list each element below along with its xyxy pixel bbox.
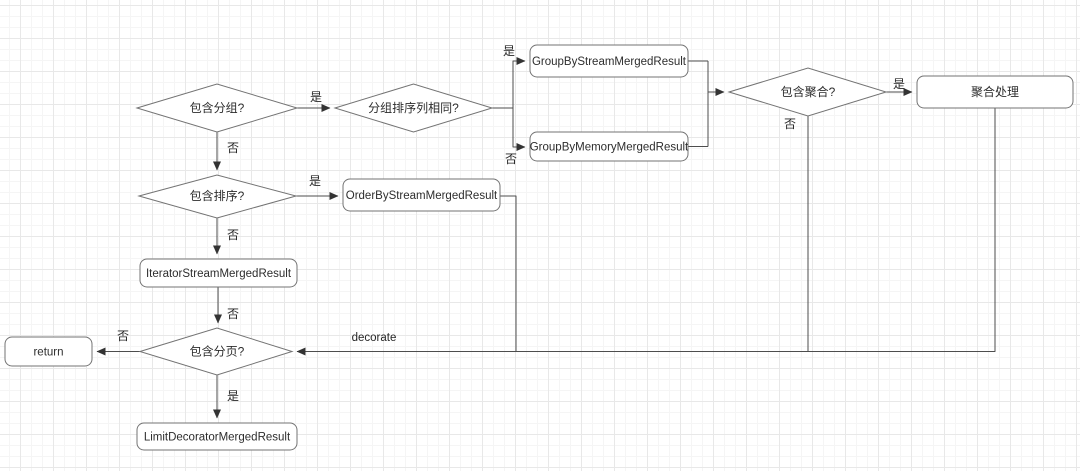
- process-shape: [529, 44, 689, 78]
- node-aggregation-process: 聚合处理: [916, 75, 1074, 109]
- node-contains-pagination: 包含分页?: [138, 327, 294, 376]
- node-label: 聚合处理: [971, 84, 1019, 99]
- process-shape: [4, 336, 93, 367]
- node-return: return: [4, 336, 93, 367]
- process-shape: [916, 75, 1074, 109]
- node-group-by-stream: GroupByStreamMergedResult: [529, 44, 689, 78]
- decision-shape: [727, 67, 888, 117]
- node-label: LimitDecoratorMergedResult: [144, 432, 291, 444]
- edge-label-no-iterator: 否: [227, 307, 239, 321]
- decision-shape: [135, 83, 299, 133]
- edge-label-yes-group: 是: [310, 90, 322, 104]
- edge-label-yes-order: 是: [309, 174, 321, 188]
- node-label: GroupByMemoryMergedResult: [530, 142, 689, 154]
- edge-ordersame-no: [512, 108, 526, 151]
- edge-orderbystream-down: [500, 195, 517, 352]
- edge-group-merge: [688, 60, 709, 147]
- edge-label-yes-aggregation: 是: [893, 77, 905, 91]
- edge-label-decorate: decorate: [352, 332, 397, 344]
- node-limit-decorator: LimitDecoratorMergedResult: [136, 422, 298, 451]
- node-group-by-memory: GroupByMemoryMergedResult: [529, 131, 689, 162]
- process-shape: [136, 422, 298, 451]
- edge-labels: 是 否 是 否 是 否 是 否 否 否 是 decorate: [117, 44, 905, 403]
- edge-label-no-order: 否: [227, 228, 239, 242]
- edge-ordersame-yes: [492, 57, 526, 109]
- edge-label-no-ordersame: 否: [505, 152, 517, 166]
- node-label: return: [33, 347, 63, 359]
- edge-decorate: [296, 108, 996, 356]
- edge-label-no-group: 否: [227, 141, 239, 155]
- process-shape: [529, 131, 689, 162]
- decision-shape: [137, 174, 298, 219]
- process-shape: [139, 258, 298, 288]
- process-shape: [342, 178, 501, 212]
- decision-shape: [333, 83, 494, 133]
- node-order-by-stream: OrderByStreamMergedResult: [342, 178, 501, 212]
- node-label: 分组排序列相同?: [368, 100, 459, 115]
- edge-label-no-pagination: 否: [117, 329, 129, 343]
- node-contains-group: 包含分组?: [135, 83, 299, 133]
- decision-shape: [138, 327, 294, 376]
- edge-label-no-aggregation: 否: [784, 117, 796, 131]
- node-label: 包含分组?: [190, 100, 245, 115]
- node-contains-aggregation: 包含聚合?: [727, 67, 888, 117]
- node-label: 包含排序?: [190, 188, 245, 203]
- node-label: GroupByStreamMergedResult: [532, 56, 687, 68]
- node-group-order-same: 分组排序列相同?: [333, 83, 494, 133]
- node-iterator-stream: IteratorStreamMergedResult: [139, 258, 298, 288]
- node-contains-order: 包含排序?: [137, 174, 298, 219]
- edge-label-yes-pagination: 是: [227, 389, 239, 403]
- node-label: 包含聚合?: [781, 84, 836, 99]
- node-label: 包含分页?: [190, 344, 245, 359]
- node-label: IteratorStreamMergedResult: [146, 268, 292, 280]
- node-label: OrderByStreamMergedResult: [346, 190, 498, 202]
- edges: [96, 57, 996, 419]
- edge-label-yes-ordersame: 是: [503, 44, 515, 58]
